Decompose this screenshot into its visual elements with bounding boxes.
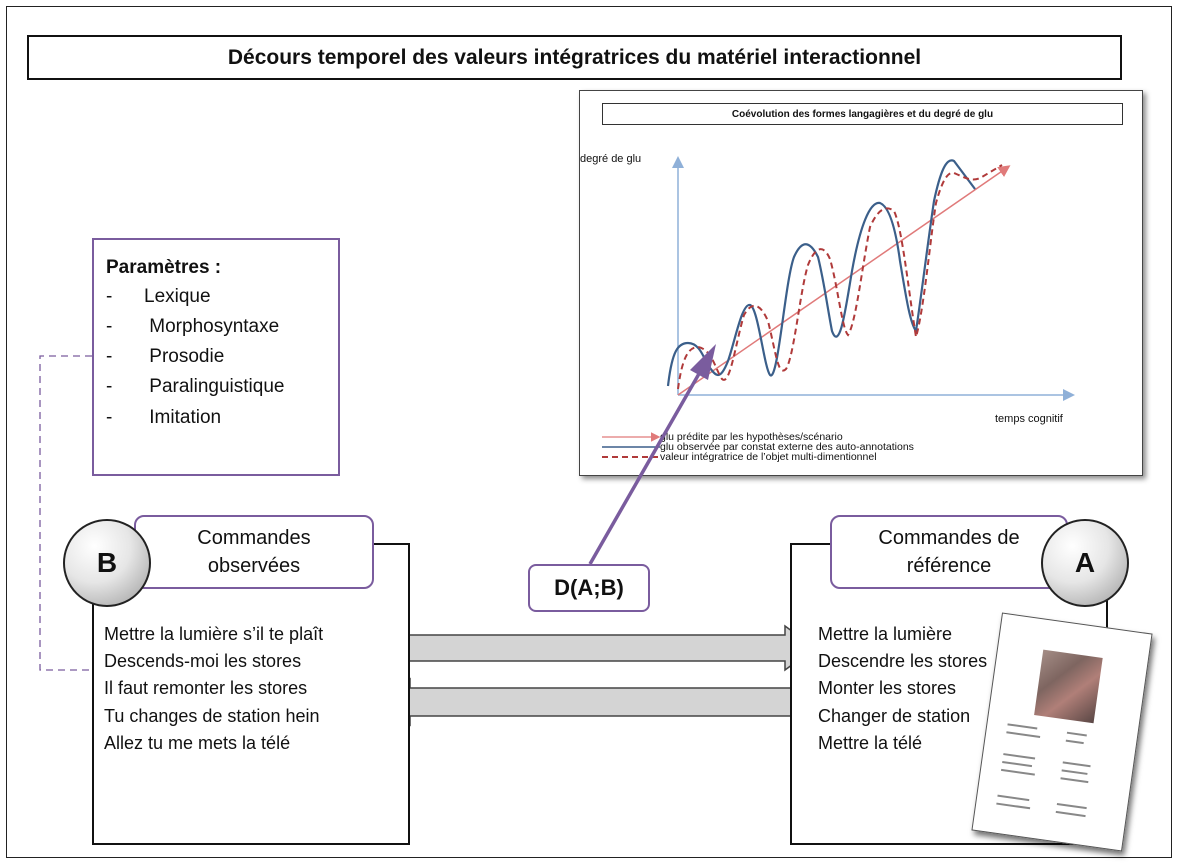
parameters-heading: Paramètres : (106, 257, 222, 278)
inset-chart-ylabel: degré de glu (580, 153, 642, 165)
parameter-item: - Prosodie (106, 346, 225, 367)
reference-tab-line2: référence (906, 555, 992, 577)
observed-command: Descends-moi les stores (104, 651, 302, 671)
legend-label-observed: glu observée par constat externe des aut… (660, 441, 914, 453)
reference-document-thumbnail (971, 612, 1153, 852)
parameter-item: -Lexique (106, 286, 211, 307)
inset-chart-xlabel: temps cognitif (995, 413, 1063, 425)
observed-command: Il faut remonter les stores (104, 678, 308, 698)
parameter-paralinguistique: Paralinguistique (149, 376, 285, 397)
parameter-item: - Morphosyntaxe (106, 316, 280, 337)
page-title: Décours temporel des valeurs intégratric… (27, 35, 1122, 80)
parameter-prosodie: Prosodie (149, 346, 225, 367)
reference-command: Changer de station (818, 706, 971, 726)
predicted-glu-line (677, 165, 1011, 396)
observed-tab-line2: observées (207, 555, 301, 577)
badge-b: B (63, 519, 151, 607)
inset-chart-plot (602, 156, 1075, 458)
legend-label-integrative: valeur intégratrice de l’objet multi-dim… (660, 451, 877, 463)
reference-command: Mettre la lumière (818, 624, 953, 644)
distance-label: D(A;B) (528, 564, 650, 612)
observed-command: Mettre la lumière s’il te plaît (104, 624, 324, 644)
inset-chart-title: Coévolution des formes langagières et du… (602, 103, 1123, 125)
reference-commands-tab: Commandes de référence (830, 515, 1068, 589)
inset-chart-panel: Coévolution des formes langagières et du… (579, 90, 1143, 476)
reference-command: Descendre les stores (818, 651, 988, 671)
observed-command: Allez tu me mets la télé (104, 733, 291, 753)
observed-glu-line (666, 159, 976, 387)
observed-commands-box (92, 543, 410, 845)
parameter-item: - Paralinguistique (106, 376, 285, 397)
integrative-value-line (677, 164, 1003, 390)
parameter-lexique: Lexique (144, 286, 211, 307)
reference-tab-line1: Commandes de (878, 527, 1020, 549)
reference-command: Monter les stores (818, 678, 957, 698)
parameters-box: Paramètres : -Lexique - Morphosyntaxe - … (92, 238, 340, 476)
observed-command: Tu changes de station hein (104, 706, 320, 726)
reference-command: Mettre la télé (818, 733, 923, 753)
observed-commands-tab: Commandes observées (134, 515, 374, 589)
badge-a: A (1041, 519, 1129, 607)
legend-label-predicted: glu prédite par les hypothèses/scénario (660, 431, 843, 443)
parameter-morphosyntaxe: Morphosyntaxe (149, 316, 280, 337)
document-photo (1034, 649, 1103, 724)
parameter-item: - Imitation (106, 407, 222, 428)
observed-tab-line1: Commandes (197, 527, 311, 549)
parameter-imitation: Imitation (149, 407, 222, 428)
